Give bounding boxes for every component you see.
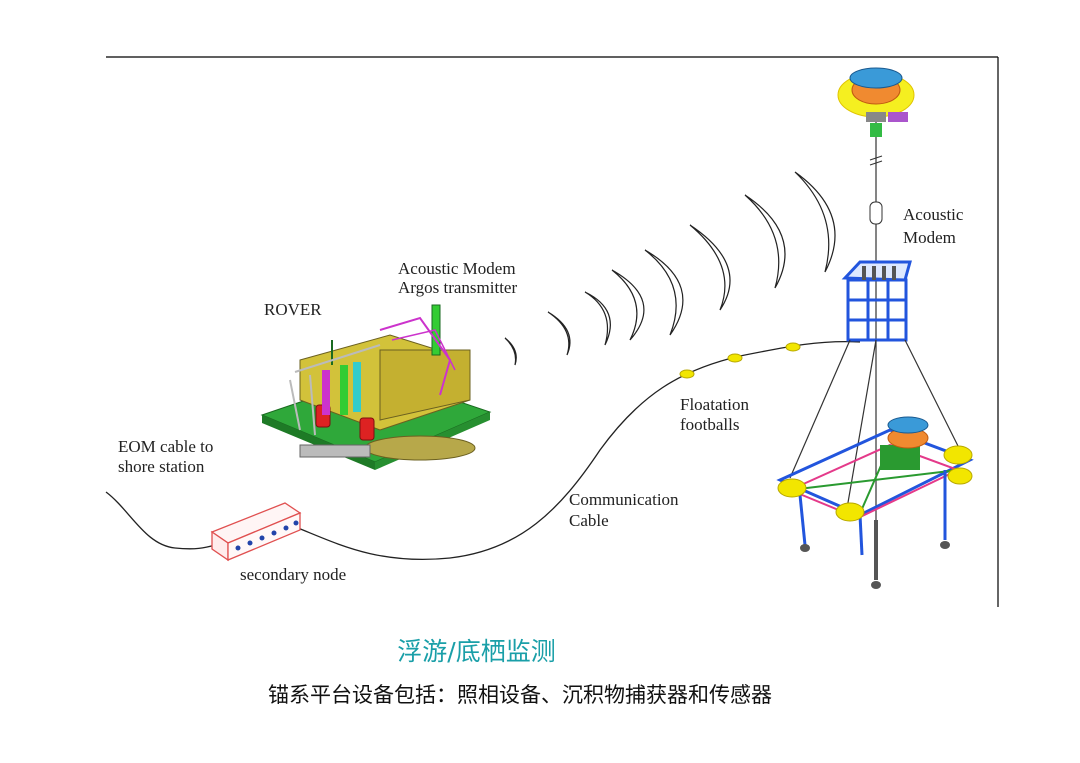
label-modem-argos-line2: Argos transmitter: [398, 278, 517, 297]
bottom-lander: [776, 416, 974, 589]
communication-cable: [297, 340, 861, 561]
label-acoustic-modem-line1: Acoustic: [903, 205, 964, 224]
label-secondary-node: secondary node: [240, 565, 346, 584]
eom-cable: [105, 491, 216, 550]
rover-illustration: [260, 304, 492, 470]
label-acoustic-modem-line2: Modem: [903, 228, 956, 247]
acoustic-modem-canister: [869, 201, 883, 225]
label-communication-line1: Communication: [569, 490, 679, 509]
label-rover: ROVER: [264, 300, 322, 319]
label-floatation-line1: Floatation: [680, 395, 749, 414]
label-modem-argos-line1: Acoustic Modem: [398, 259, 516, 278]
float-ball: [727, 353, 743, 363]
tether-lines: [789, 339, 966, 521]
caption-title: 浮游/底栖监测: [397, 637, 556, 666]
float-ball: [785, 342, 801, 352]
secondary-node: [210, 502, 302, 562]
instrument-cage: [841, 260, 912, 342]
label-eom-line2: shore station: [118, 457, 205, 476]
label-floatation-line2: footballs: [680, 415, 740, 434]
caption-subtitle: 锚系平台设备包括：照相设备、沉积物捕获器和传感器: [268, 683, 772, 707]
float-ball: [679, 369, 695, 379]
surface-buoy: [837, 67, 915, 137]
label-eom-line1: EOM cable to: [118, 437, 213, 456]
label-communication-line2: Cable: [569, 511, 609, 530]
acoustic-waves: [504, 171, 836, 366]
